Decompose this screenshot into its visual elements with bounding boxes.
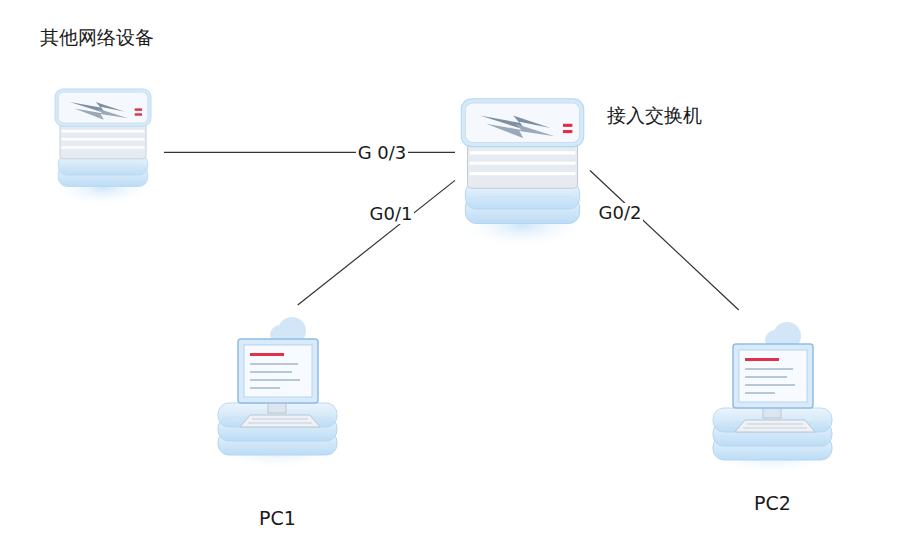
pc-icon xyxy=(210,305,345,470)
node-label: PC2 xyxy=(754,492,791,515)
pc-icon xyxy=(705,310,840,475)
pc-terminal: PC1 xyxy=(210,305,345,470)
router-icon xyxy=(455,88,590,253)
node-label: PC1 xyxy=(259,507,296,530)
pc-terminal: PC2 xyxy=(705,310,840,475)
network-link xyxy=(590,171,739,311)
port-label: G 0/3 xyxy=(356,143,409,164)
node-label: 接入交换机 xyxy=(607,104,702,127)
network-device: 其他网络设备 xyxy=(42,84,164,206)
network-link xyxy=(164,152,455,153)
port-label: G0/2 xyxy=(597,203,644,224)
access-switch: 接入交换机 xyxy=(455,88,590,253)
node-label: 其他网络设备 xyxy=(40,26,154,49)
router-icon xyxy=(42,84,164,206)
port-label: G0/1 xyxy=(368,204,415,225)
network-link xyxy=(298,180,455,305)
